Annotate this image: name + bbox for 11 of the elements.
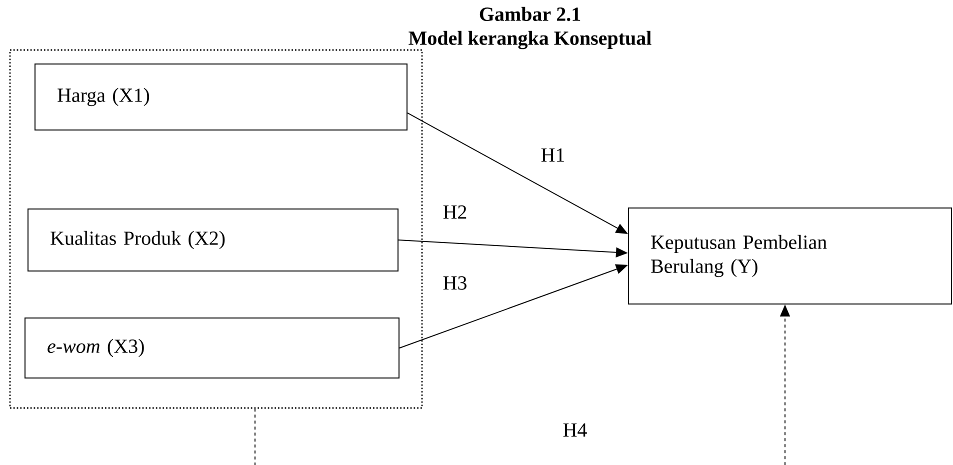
edge-label: H1 xyxy=(540,147,566,163)
edge-label: H3 xyxy=(442,275,468,291)
figure-number: Gambar 2.1 xyxy=(480,6,580,22)
edge-label: H2 xyxy=(442,204,468,220)
group-frame xyxy=(9,49,423,409)
variable-box: Harga (X1) xyxy=(34,64,408,130)
variable-box: Keputusan Pembelian Berulang (Y) xyxy=(628,208,952,304)
variable-box: Kualitas Produk (X2) xyxy=(28,208,398,272)
edge-label: H4 xyxy=(562,422,588,438)
variable-box: e-wom (X3) xyxy=(24,318,400,378)
title: Model kerangka Konseptual xyxy=(408,30,652,50)
